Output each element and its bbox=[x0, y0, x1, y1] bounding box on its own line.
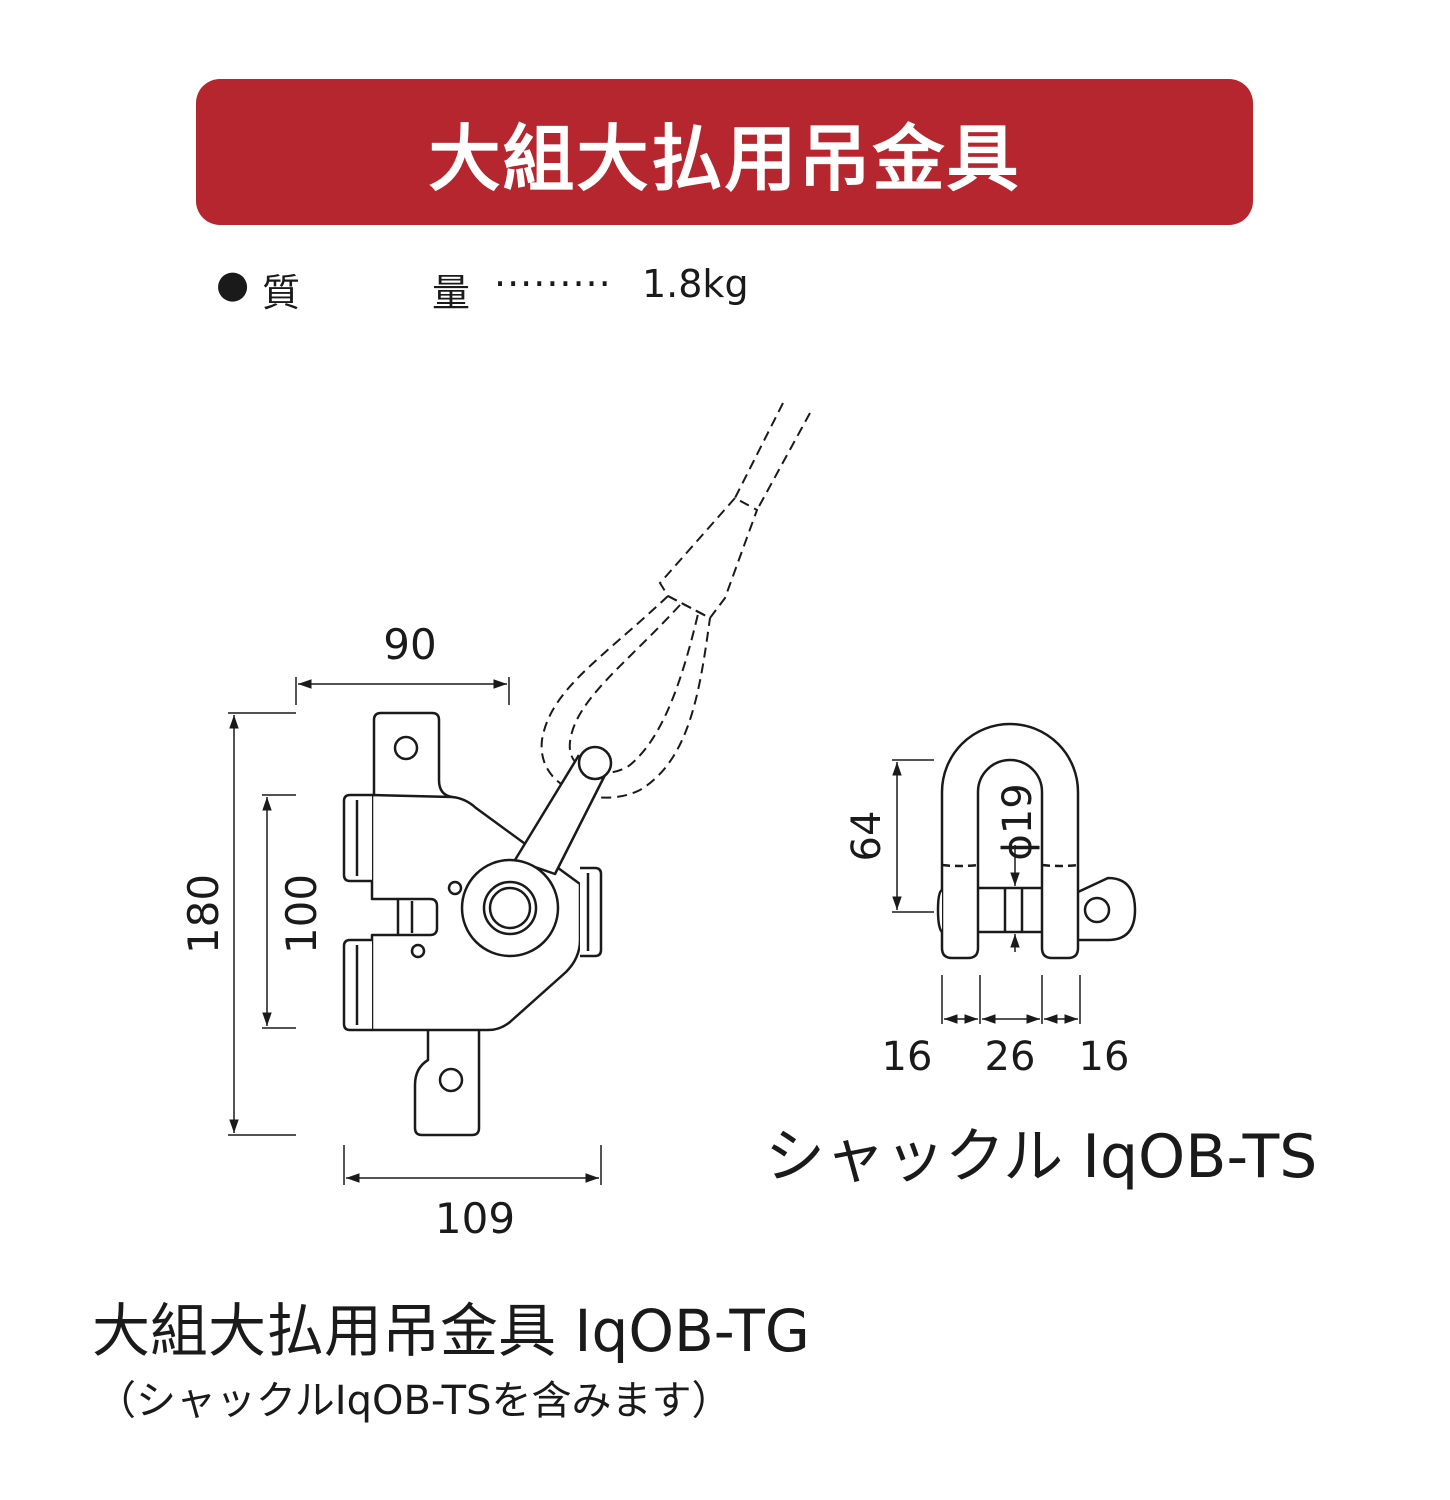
shackle-dimension-lines bbox=[892, 759, 1081, 1024]
title-banner: 大組大払用吊金具 bbox=[196, 79, 1253, 225]
bullet-icon: ● bbox=[216, 262, 250, 306]
page-title: 大組大払用吊金具 bbox=[428, 116, 1021, 201]
clamp-dimension-lines bbox=[228, 677, 602, 1185]
dim-pin-diameter: ϕ19 bbox=[995, 783, 1041, 860]
spec-weight-value: 1.8kg bbox=[642, 262, 749, 306]
spec-label-char-2: 量 bbox=[432, 271, 471, 315]
dim-shackle-height: 64 bbox=[844, 811, 890, 862]
dim-shackle-width-center: 26 bbox=[985, 1034, 1036, 1080]
dim-width-top: 90 bbox=[383, 620, 436, 669]
dim-shackle-width-left: 16 bbox=[882, 1034, 933, 1080]
clamp-caption: 大組大払用吊金具 IqOB-TG bbox=[92, 1297, 810, 1365]
spec-leader: ········· bbox=[494, 262, 612, 306]
spec-label-char-1: 質 bbox=[262, 271, 301, 315]
shackle-caption: シャックル IqOB-TS bbox=[765, 1122, 1318, 1192]
dim-width-bottom: 109 bbox=[435, 1194, 515, 1243]
dim-shackle-width-right: 16 bbox=[1079, 1034, 1130, 1080]
dim-height-total: 180 bbox=[179, 874, 228, 954]
dim-height-body: 100 bbox=[277, 874, 326, 954]
wire-rope-icon bbox=[540, 402, 811, 799]
shackle-drawing-icon bbox=[936, 722, 1137, 960]
clamp-drawing-icon bbox=[342, 711, 613, 1137]
clamp-caption-note: （シャックルIqOB-TSを含みます） bbox=[96, 1378, 732, 1424]
